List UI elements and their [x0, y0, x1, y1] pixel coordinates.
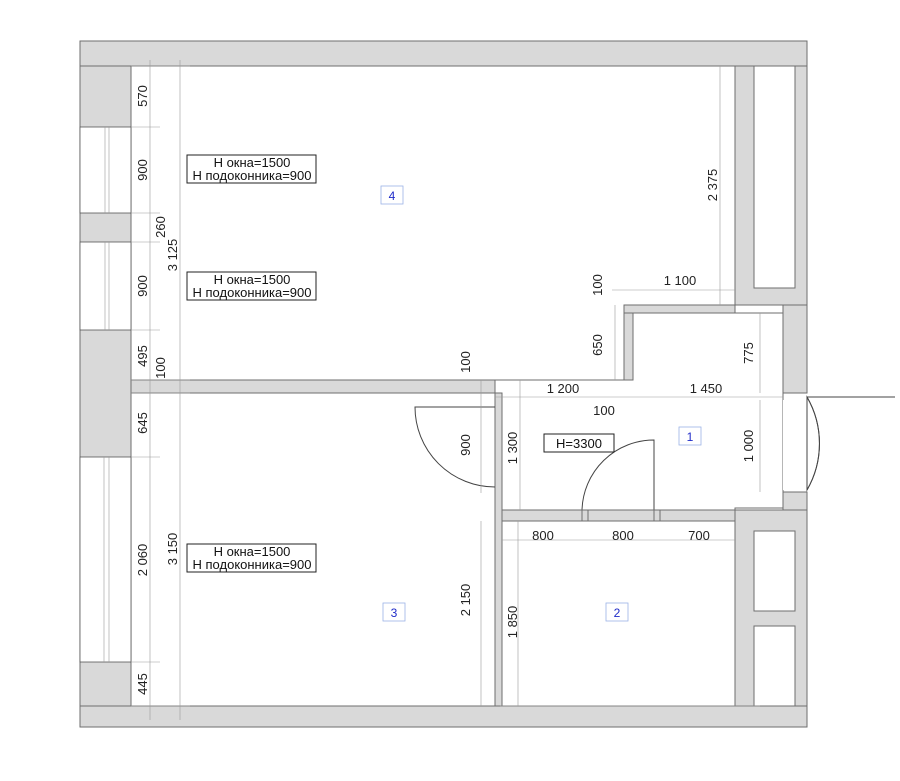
- svg-text:2: 2: [614, 606, 621, 620]
- bottom-wall: [79, 705, 808, 728]
- dim-r4-1100: 1 100: [664, 273, 697, 288]
- svg-text:H подоконника=900: H подоконника=900: [193, 557, 312, 572]
- dim-left-260: 260: [153, 216, 168, 238]
- dim-bath-700: 700: [688, 528, 710, 543]
- svg-text:H подоконника=900: H подоконника=900: [193, 285, 312, 300]
- dim-hall-1200: 1 200: [547, 381, 580, 396]
- svg-text:3: 3: [391, 606, 398, 620]
- svg-text:H=3300: H=3300: [556, 436, 602, 451]
- door-room2: [581, 439, 655, 511]
- dim-hall-900: 900: [458, 434, 473, 456]
- dim-left-100: 100: [153, 357, 168, 379]
- svg-text:H окна=1500: H окна=1500: [214, 155, 291, 170]
- dim-left-900a: 900: [135, 159, 150, 181]
- dim-hall-1000: 1 000: [741, 430, 756, 463]
- dim-r3-2150: 2 150: [458, 584, 473, 617]
- window-2: [79, 241, 132, 331]
- window-note-2: H окна=1500 H подоконника=900: [186, 271, 317, 301]
- wall-hall-2: [501, 509, 736, 522]
- top-wall: [79, 40, 808, 67]
- svg-text:H окна=1500: H окна=1500: [214, 272, 291, 287]
- door-room3: [414, 406, 496, 488]
- dim-left-495: 495: [135, 345, 150, 367]
- niche-upper: [753, 65, 796, 289]
- dim-bath-800a: 800: [532, 528, 554, 543]
- dim-r4-775: 775: [741, 342, 756, 364]
- window-note-3: H окна=1500 H подоконника=900: [186, 543, 317, 573]
- room-number-4: 4: [380, 185, 404, 205]
- dim-left-3150: 3 150: [165, 533, 180, 566]
- window-3: [79, 456, 132, 663]
- dim-left-645: 645: [135, 412, 150, 434]
- dim-hall-1300: 1 300: [505, 432, 520, 465]
- dim-left-900b: 900: [135, 275, 150, 297]
- dim-left-445: 445: [135, 673, 150, 695]
- window-note-1: H окна=1500 H подоконника=900: [186, 154, 317, 184]
- dim-left-3125: 3 125: [165, 239, 180, 272]
- dim-left-2060: 2 060: [135, 544, 150, 577]
- svg-text:H подоконника=900: H подоконника=900: [193, 168, 312, 183]
- dim-hall-100-top: 100: [458, 351, 473, 373]
- window-1: [79, 126, 132, 214]
- left-dimension-lines: [131, 60, 760, 720]
- dim-bath-800b: 800: [612, 528, 634, 543]
- svg-text:1: 1: [687, 430, 694, 444]
- wall-4-3: [130, 379, 496, 394]
- dim-r4-2375: 2 375: [705, 169, 720, 202]
- entrance-opening: [783, 400, 807, 490]
- dim-hall-1450: 1 450: [690, 381, 723, 396]
- niche-low: [753, 625, 796, 707]
- partition-wall-top: [623, 304, 736, 314]
- dim-left-570: 570: [135, 85, 150, 107]
- partition-wall: [623, 304, 634, 381]
- room-number-1: 1: [678, 426, 702, 446]
- niche-mid: [753, 530, 796, 612]
- dim-bath-1850: 1 850: [505, 606, 520, 639]
- wall-3-hall: [494, 392, 503, 707]
- hall-dimension-lines: [480, 66, 783, 706]
- dim-hall-100-bottom: 100: [593, 403, 615, 418]
- svg-text:H окна=1500: H окна=1500: [214, 544, 291, 559]
- svg-text:4: 4: [389, 189, 396, 203]
- room-number-3: 3: [382, 602, 406, 622]
- room-number-2: 2: [605, 602, 629, 622]
- dim-r4-650: 650: [590, 334, 605, 356]
- ceiling-height-label: H=3300: [543, 433, 615, 453]
- dim-r4-100: 100: [590, 274, 605, 296]
